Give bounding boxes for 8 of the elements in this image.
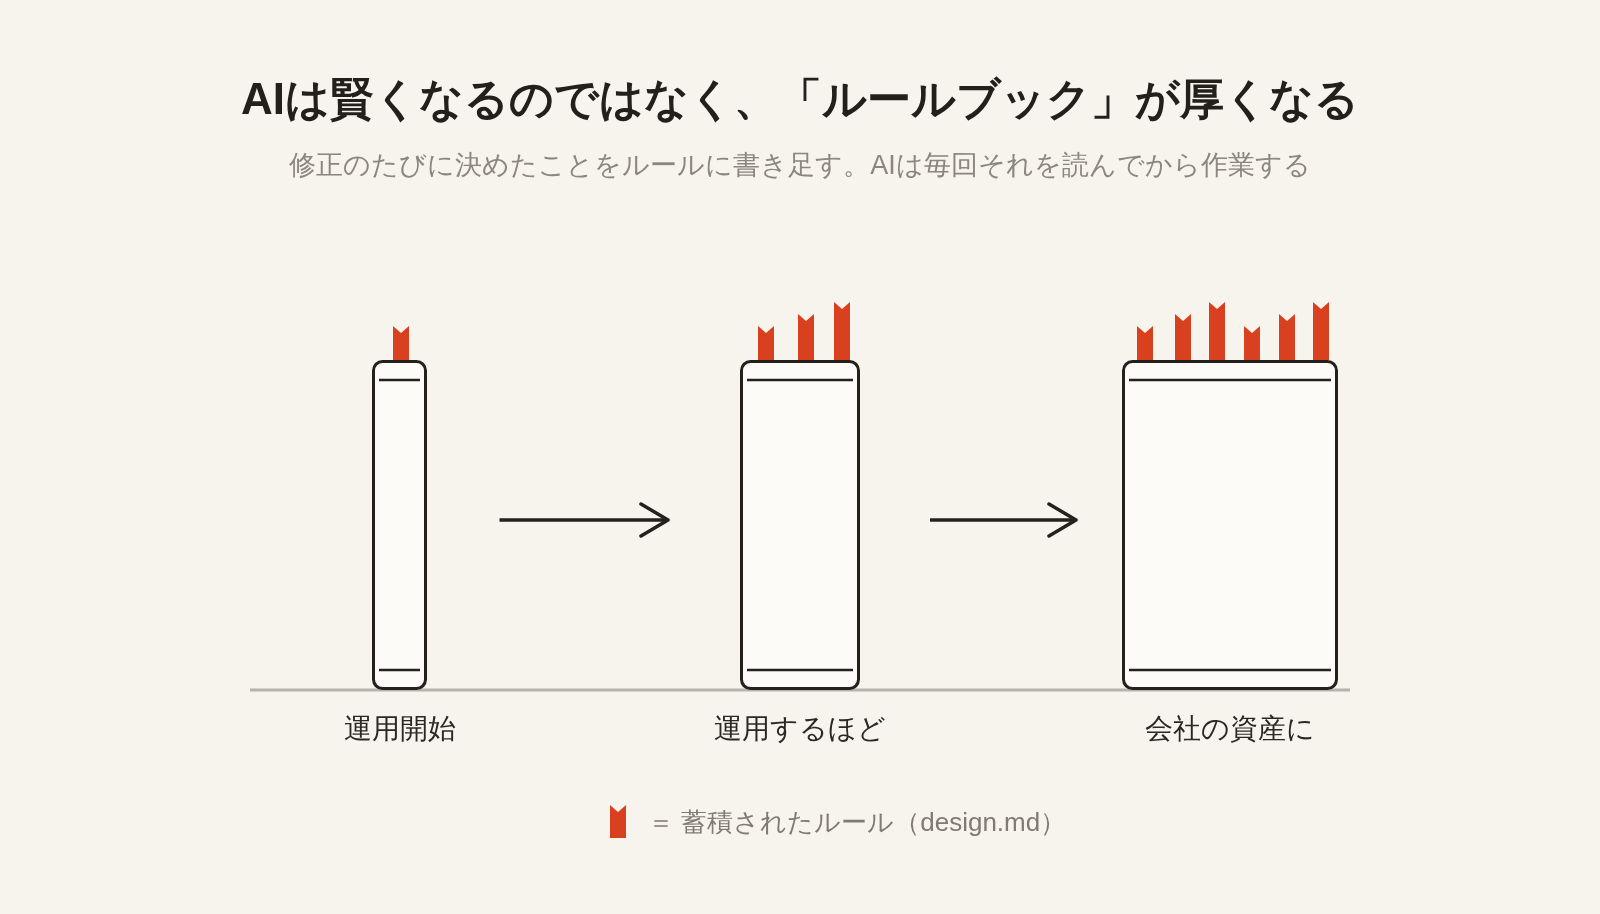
arrow bbox=[499, 502, 670, 538]
stage-label: 運用するほど bbox=[714, 712, 886, 746]
title: AIは賢くなるのではなく、「ルールブック」が厚くなる bbox=[241, 73, 1359, 125]
stage-label: 運用開始 bbox=[343, 712, 456, 746]
stage-label: 会社の資産に bbox=[1145, 712, 1315, 746]
arrow bbox=[930, 502, 1078, 538]
legend-text: ＝ 蓄積されたルール（design.md） bbox=[648, 805, 1067, 838]
subtitle: 修正のたびに決めたことをルールに書き足す。AIは毎回それを読んでから作業する bbox=[289, 149, 1311, 182]
